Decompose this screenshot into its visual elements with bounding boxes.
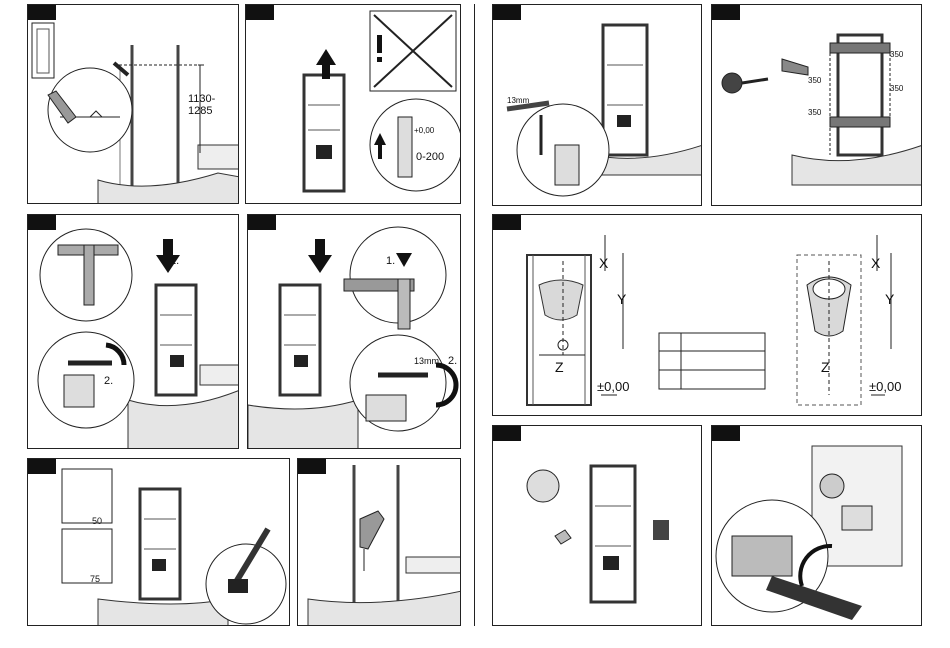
- step-panel-10: [492, 425, 702, 626]
- step-11-illustration: [712, 426, 922, 626]
- step-3-illustration: [28, 215, 239, 449]
- wrench-size-label: 13mm: [507, 95, 529, 107]
- step-8-illustration: [712, 5, 922, 206]
- step-5-illustration: [28, 459, 290, 626]
- dimension-y-label: Y: [617, 293, 626, 305]
- step-2-illustration: [246, 5, 461, 204]
- level-top-label: +0,00: [414, 125, 434, 137]
- step-panel-1: 1130- 1285: [27, 4, 239, 204]
- dimension-y-label-2: Y: [885, 293, 894, 305]
- step-panel-8: 350 350 350 350: [711, 4, 922, 206]
- step-panel-7: 13mm: [492, 4, 702, 206]
- step-panel-2: +0,00 0-200: [245, 4, 461, 204]
- step-9-dimension-diagram: [493, 215, 922, 416]
- step-panel-9: X Y Z ±0,00 X Y Z ±0,00: [492, 214, 922, 416]
- step-6-illustration: [298, 459, 461, 626]
- step2-marker: 2.: [448, 355, 457, 367]
- dim-50-label: 50: [92, 515, 102, 527]
- dimension-x-label: X: [599, 257, 608, 269]
- spacing-label-3: 350: [808, 75, 821, 87]
- zero-level-label: ±0,00: [597, 381, 629, 393]
- height-range-label: 1130- 1285: [188, 93, 215, 117]
- step-panel-11: [711, 425, 922, 626]
- level-range-label: 0-200: [416, 151, 444, 163]
- step-panel-4: 1. 13mm 2.: [247, 214, 461, 449]
- step-panel-3: 1. 2.: [27, 214, 239, 449]
- dim-75-label: 75: [90, 573, 100, 585]
- step1-marker: 1.: [386, 255, 395, 267]
- wrench-size-label: 13mm: [414, 355, 439, 367]
- step-4-illustration: [248, 215, 461, 449]
- step-panel-5: 50 75: [27, 458, 290, 626]
- zero-level-label-2: ±0,00: [869, 381, 901, 393]
- spacing-label-4: 350: [808, 107, 821, 119]
- dimension-x-label-2: X: [871, 257, 880, 269]
- step2-marker: 2.: [104, 375, 113, 387]
- dimension-z-label: Z: [555, 361, 564, 373]
- dimension-z-label-2: Z: [821, 361, 830, 373]
- page-divider: [474, 4, 475, 626]
- step-panel-6: [297, 458, 461, 626]
- spacing-label-1: 350: [890, 49, 903, 61]
- step-10-illustration: [493, 426, 702, 626]
- step1-marker: 1.: [170, 255, 179, 267]
- spacing-label-2: 350: [890, 83, 903, 95]
